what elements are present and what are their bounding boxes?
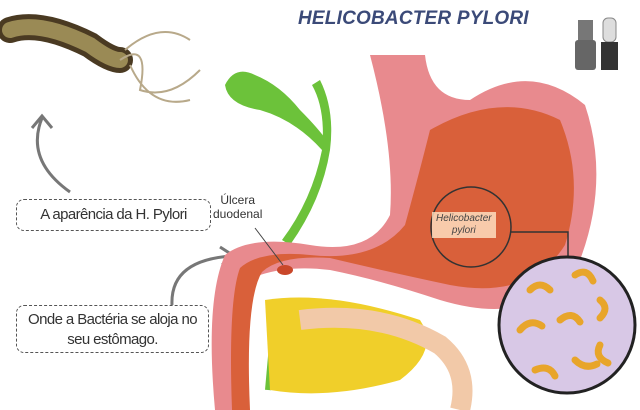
appearance-label-box: A aparência da H. Pylori [16, 199, 211, 231]
magnify-connector [510, 231, 569, 262]
intestine-tube [298, 307, 473, 410]
magnified-bacteria-view [497, 255, 637, 395]
ulcer-label-line1: Úlcera [220, 193, 256, 207]
bacteria-label-line1: Helicobacter [436, 213, 492, 224]
ulcer-spot [277, 265, 293, 275]
stomach [211, 55, 597, 410]
location-label-box: Onde a Bactéria se aloja no seu estômago… [16, 305, 209, 353]
arrow-to-micrograph [30, 113, 71, 194]
bacteria-label-line2: pylori [451, 225, 476, 236]
bacterium-micrograph [0, 0, 210, 110]
page-title: HELICOBACTER PYLORI [298, 8, 529, 29]
magnify-source-circle [430, 186, 512, 268]
ulcer-pointer [254, 227, 284, 266]
cosmetics-icon [575, 17, 618, 70]
appearance-label: A aparência da H. Pylori [40, 206, 187, 223]
location-label: Onde a Bactéria se aloja no seu estômago… [28, 311, 198, 348]
ulcer-label: Úlcera duodenal [213, 193, 262, 221]
ulcer-label-line2: duodenal [213, 207, 263, 221]
bacteria-label: Helicobacter pylori [432, 212, 496, 238]
